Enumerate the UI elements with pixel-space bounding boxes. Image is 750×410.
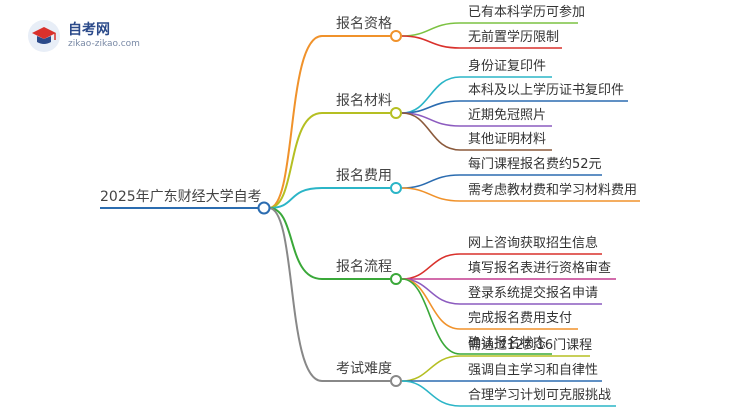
leaf-node-label[interactable]: 网上咨询获取招生信息 bbox=[468, 236, 599, 251]
leaf-node-label[interactable]: 填写报名表进行资格审查 bbox=[468, 261, 612, 276]
leaf-link bbox=[401, 253, 461, 280]
branch-node-label[interactable]: 报名流程 bbox=[336, 259, 392, 275]
leaf-link bbox=[401, 355, 461, 382]
logo-subtitle: zikao-zikao.com bbox=[68, 39, 140, 49]
leaf-node-label[interactable]: 近期免冠照片 bbox=[468, 108, 547, 123]
leaf-link bbox=[401, 278, 461, 355]
branch-link bbox=[268, 207, 323, 280]
leaf-node-label[interactable]: 合理学习计划可克服挑战 bbox=[468, 388, 612, 403]
branch-link bbox=[268, 207, 323, 382]
site-logo[interactable]: 自考网 zikao-zikao.com bbox=[28, 16, 188, 56]
leaf-link bbox=[401, 76, 461, 114]
branch-link bbox=[268, 112, 323, 209]
graduation-cap-icon bbox=[28, 20, 60, 52]
leaf-node-label[interactable]: 确认报名状态 bbox=[468, 336, 547, 351]
leaf-link bbox=[401, 22, 461, 37]
branch-collapse-toggle bbox=[390, 273, 402, 285]
leaf-node-label[interactable]: 强调自主学习和自律性 bbox=[468, 363, 599, 378]
leaf-node-label[interactable]: 无前置学历限制 bbox=[468, 30, 560, 45]
root-collapse-toggle bbox=[257, 201, 271, 215]
leaf-node-label[interactable]: 身份证复印件 bbox=[468, 59, 547, 74]
branch-link bbox=[268, 35, 323, 209]
leaf-link bbox=[401, 112, 461, 151]
leaf-link bbox=[401, 187, 461, 202]
branch-node-label[interactable]: 考试难度 bbox=[336, 361, 392, 377]
leaf-node-label[interactable]: 本科及以上学历证书复印件 bbox=[468, 83, 625, 98]
leaf-node-label[interactable]: 其他证明材料 bbox=[468, 132, 547, 147]
leaf-link bbox=[401, 380, 461, 407]
branch-node-label[interactable]: 报名费用 bbox=[336, 168, 392, 184]
leaf-node-label[interactable]: 需考虑教材费和学习材料费用 bbox=[468, 183, 638, 198]
root-node-label[interactable]: 2025年广东财经大学自考 bbox=[100, 189, 262, 205]
leaf-node-label[interactable]: 每门课程报名费约52元 bbox=[468, 157, 602, 172]
branch-collapse-toggle bbox=[390, 30, 402, 42]
leaf-node-label[interactable]: 登录系统提交报名申请 bbox=[468, 286, 599, 301]
branch-collapse-toggle bbox=[390, 182, 402, 194]
branch-link bbox=[268, 187, 323, 209]
leaf-link bbox=[401, 278, 461, 330]
branch-collapse-toggle bbox=[390, 107, 402, 119]
leaf-node-label[interactable]: 已有本科学历可参加 bbox=[468, 5, 586, 20]
branch-collapse-toggle bbox=[390, 375, 402, 387]
leaf-link bbox=[401, 35, 461, 49]
leaf-node-label[interactable]: 需通过12到16门课程 bbox=[468, 338, 593, 353]
leaf-node-label[interactable]: 完成报名费用支付 bbox=[468, 311, 573, 326]
leaf-link bbox=[401, 174, 461, 189]
branch-node-label[interactable]: 报名资格 bbox=[336, 16, 392, 32]
logo-title: 自考网 bbox=[68, 22, 110, 38]
branch-node-label[interactable]: 报名材料 bbox=[336, 93, 392, 109]
